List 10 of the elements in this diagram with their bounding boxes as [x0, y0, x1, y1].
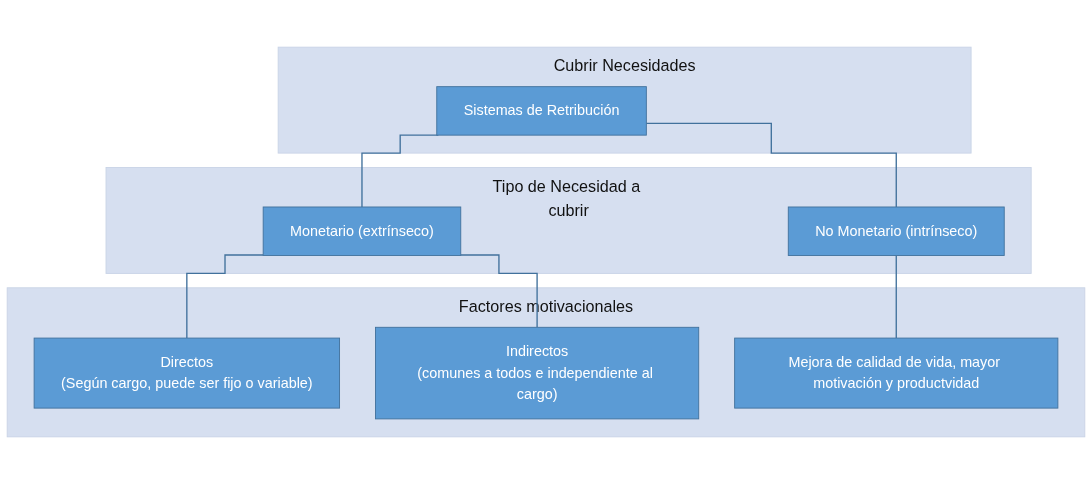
node-box: Mejora de calidad de vida, mayor motivación y productvidad	[734, 337, 1059, 409]
connector	[186, 254, 264, 339]
connector	[895, 254, 897, 339]
node-box: Sistemas de Retribución	[436, 86, 647, 136]
node-box: Indirectos (comunes a todos e independiente al cargo)	[375, 326, 700, 420]
node-box: Monetario (extrínseco)	[262, 206, 462, 256]
connector	[645, 122, 897, 208]
node-box: Directos (Según cargo, puede ser fijo o variable)	[33, 337, 340, 409]
node-box: No Monetario (intrínseco)	[787, 206, 1005, 256]
connector	[460, 254, 538, 328]
